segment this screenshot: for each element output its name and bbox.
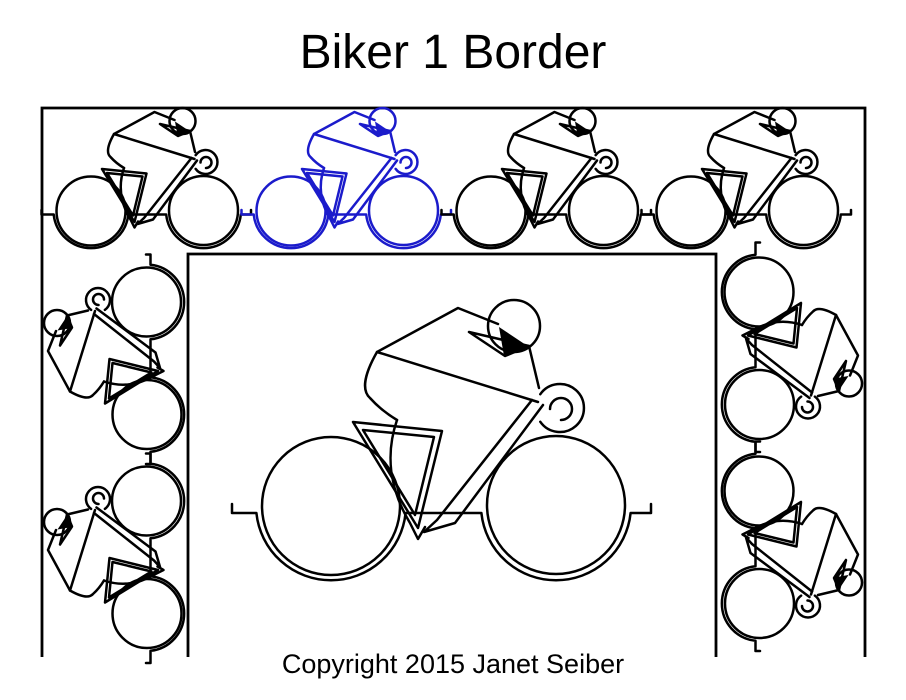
border-top-row [40,107,852,249]
cyclist-left-2 [43,452,185,664]
page-title: Biker 1 Border [300,26,607,79]
cyclist-right-2 [721,440,863,652]
cyclist-right-1 [721,241,863,453]
cyclist-top-1 [40,107,252,249]
border-left-column [43,253,185,664]
cyclist-center-large [230,298,653,582]
cyclist-top-4 [640,107,852,249]
cyclist-top-2-highlighted [240,107,452,249]
border-right-column [721,241,863,652]
cyclist-top-3 [440,107,652,249]
cyclist-left-1 [43,253,185,465]
copyright-text: Copyright 2015 Janet Seiber [282,649,624,679]
outer-border [40,106,867,657]
inner-border [186,252,718,657]
